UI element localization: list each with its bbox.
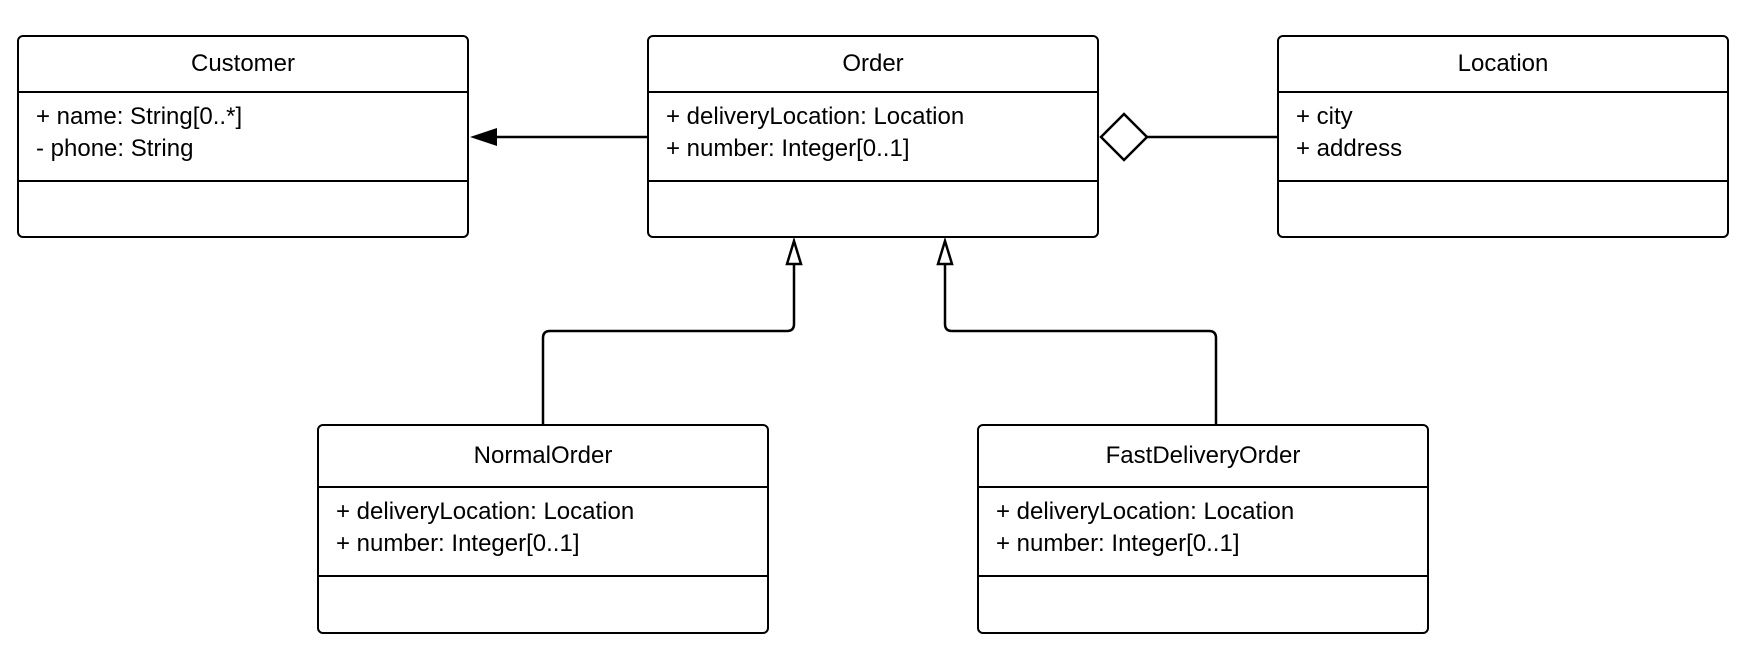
attribute: + address (1296, 135, 1403, 162)
generalization-arrowhead (785, 236, 803, 266)
attribute: + number: Integer[0..1] (666, 135, 910, 162)
attribute: + deliveryLocation: Location (336, 498, 635, 525)
class-operations (319, 577, 767, 632)
class-attributes: + deliveryLocation: Location + number: I… (319, 488, 767, 577)
class-customer[interactable]: Customer + name: String[0..*] - phone: S… (17, 35, 469, 238)
class-name: Customer (19, 37, 467, 93)
attribute: + deliveryLocation: Location (666, 103, 965, 130)
generalization-normalorder-order (541, 236, 803, 424)
class-name: Location (1279, 37, 1727, 93)
class-attributes: + deliveryLocation: Location + number: I… (979, 488, 1427, 577)
class-operations (649, 182, 1097, 236)
aggregation-diamond (1099, 112, 1149, 162)
association-arrowhead (470, 128, 497, 146)
class-order[interactable]: Order + deliveryLocation: Location + num… (647, 35, 1099, 238)
class-attributes: + city + address (1279, 93, 1727, 182)
class-attributes: + name: String[0..*] - phone: String (19, 93, 467, 182)
attribute: + deliveryLocation: Location (996, 498, 1295, 525)
class-operations (979, 577, 1427, 632)
attribute: + number: Integer[0..1] (336, 530, 580, 557)
class-fastdeliveryorder[interactable]: FastDeliveryOrder + deliveryLocation: Lo… (977, 424, 1429, 634)
class-name: NormalOrder (319, 426, 767, 488)
association-order-customer (470, 128, 647, 146)
attribute: + number: Integer[0..1] (996, 530, 1240, 557)
attribute: - phone: String (36, 135, 194, 162)
class-operations (19, 182, 467, 236)
class-operations (1279, 182, 1727, 236)
class-name: FastDeliveryOrder (979, 426, 1427, 488)
generalization-arrowhead (936, 236, 954, 266)
aggregation-order-location (1099, 112, 1277, 162)
attribute: + name: String[0..*] (36, 103, 243, 130)
class-location[interactable]: Location + city + address (1277, 35, 1729, 238)
class-normalorder[interactable]: NormalOrder + deliveryLocation: Location… (317, 424, 769, 634)
attribute: + city (1296, 103, 1353, 130)
class-name: Order (649, 37, 1097, 93)
class-attributes: + deliveryLocation: Location + number: I… (649, 93, 1097, 182)
generalization-fastdeliveryorder-order (936, 236, 1218, 424)
